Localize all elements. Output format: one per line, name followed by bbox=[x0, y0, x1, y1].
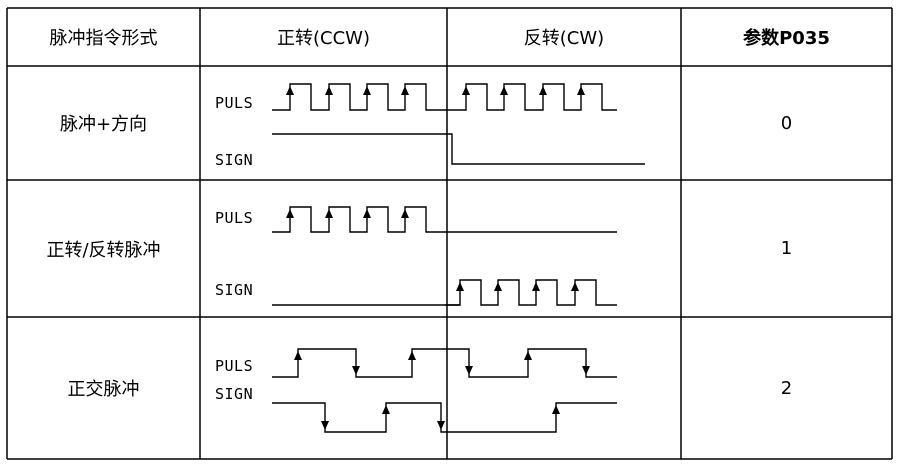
signal-label-puls: PULS bbox=[215, 94, 254, 112]
mode-pulse-direction: 脉冲+方向 bbox=[59, 114, 148, 135]
rising-edge-arrow bbox=[382, 405, 390, 414]
rising-edge-arrow bbox=[500, 86, 508, 95]
mode-quadrature-pulse: 正交脉冲 bbox=[67, 379, 140, 400]
header-pulse-format: 脉冲指令形式 bbox=[49, 28, 158, 49]
rising-edge-arrow bbox=[325, 86, 333, 95]
falling-edge-arrow bbox=[352, 366, 360, 375]
rising-edge-arrow bbox=[532, 282, 540, 291]
rising-edge-arrow bbox=[401, 86, 409, 95]
rising-edge-arrow bbox=[363, 86, 371, 95]
rising-edge-arrow bbox=[325, 209, 333, 218]
falling-edge-arrow bbox=[465, 366, 473, 375]
rising-edge-arrow bbox=[294, 351, 302, 360]
rising-edge-arrow bbox=[571, 282, 579, 291]
header-reverse-cw: 反转(CW) bbox=[523, 28, 605, 49]
puls-waveform-ccw bbox=[272, 206, 445, 233]
rising-edge-arrow bbox=[552, 405, 560, 414]
signal-label-puls: PULS bbox=[215, 357, 254, 375]
rising-edge-arrow bbox=[363, 209, 371, 218]
sign-waveform-cw bbox=[445, 279, 617, 306]
rising-edge-arrow bbox=[577, 86, 585, 95]
signal-label-sign: SIGN bbox=[215, 385, 254, 403]
header-parameter-p035: 参数P035 bbox=[743, 28, 830, 49]
param-value: 0 bbox=[780, 112, 793, 134]
sign-waveform bbox=[272, 402, 617, 433]
falling-edge-arrow bbox=[321, 421, 329, 430]
rising-edge-arrow bbox=[408, 351, 416, 360]
falling-edge-arrow bbox=[582, 366, 590, 375]
rising-edge-arrow bbox=[524, 351, 532, 360]
header-forward-ccw: 正转(CCW) bbox=[277, 28, 370, 49]
rising-edge-arrow bbox=[401, 209, 409, 218]
puls-waveform-cw bbox=[445, 83, 617, 111]
puls-waveform-ccw bbox=[272, 83, 445, 111]
table-grid bbox=[6, 7, 893, 460]
puls-waveform bbox=[272, 348, 617, 378]
signal-label-puls: PULS bbox=[215, 209, 254, 227]
mode-forward-reverse-pulse: 正转/反转脉冲 bbox=[46, 239, 161, 261]
param-value: 1 bbox=[780, 238, 793, 259]
rising-edge-arrow bbox=[539, 86, 547, 95]
signal-label-sign: SIGN bbox=[215, 151, 254, 169]
signal-label-sign: SIGN bbox=[215, 281, 254, 299]
rising-edge-arrow bbox=[286, 209, 294, 218]
rising-edge-arrow bbox=[286, 86, 294, 95]
param-value: 2 bbox=[780, 377, 793, 399]
sign-waveform bbox=[272, 133, 645, 165]
rising-edge-arrow bbox=[456, 282, 464, 291]
rising-edge-arrow bbox=[494, 282, 502, 291]
falling-edge-arrow bbox=[437, 421, 445, 430]
rising-edge-arrow bbox=[462, 86, 470, 95]
